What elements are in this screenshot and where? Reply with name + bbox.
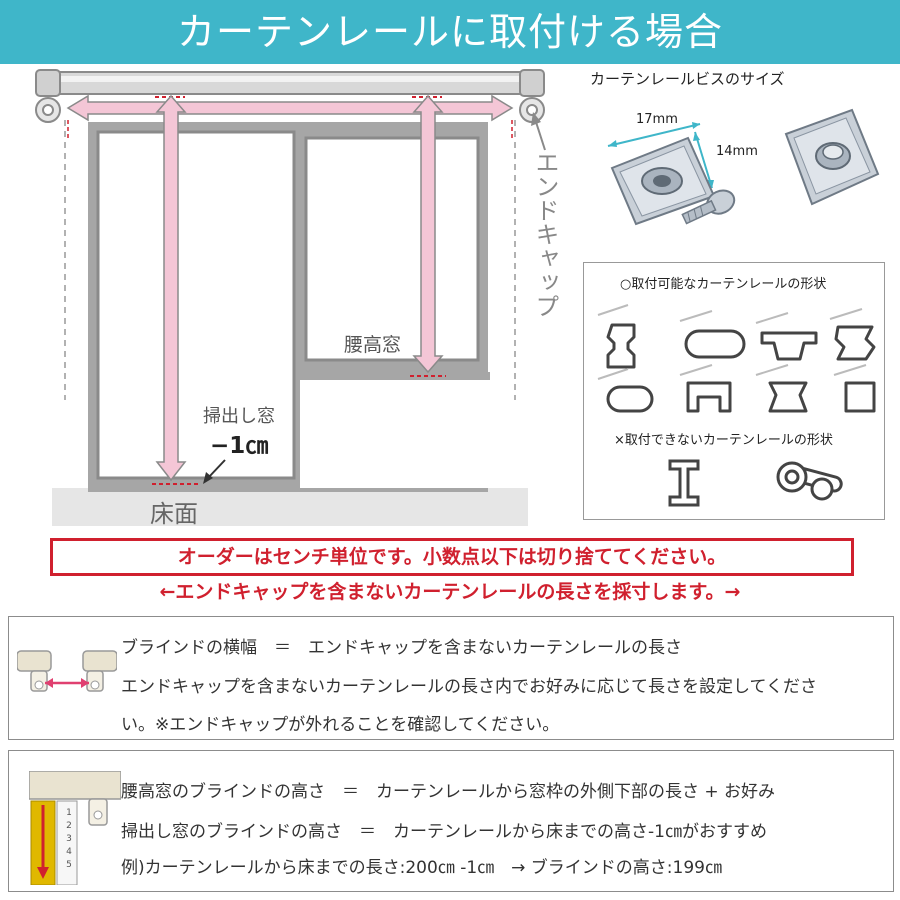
ruler-mark: 2 [66, 821, 72, 831]
measure-notice: ←エンドキャップを含まないカーテンレールの長さを採寸します。→ [159, 581, 741, 603]
window-diagram [35, 69, 546, 526]
rail-shape-8 [844, 381, 876, 413]
end-cap-label: エンドキャップ [531, 150, 559, 318]
page-title: カーテンレールに取付ける場合 [0, 0, 900, 64]
waist-window-label: 腰高窓 [344, 334, 402, 356]
rail-shape-3 [760, 331, 818, 361]
rail-shape-5 [606, 385, 654, 413]
ng-shapes-title: ×取付できないカーテンレールの形状 [614, 433, 833, 448]
rail-shape-6 [686, 381, 732, 413]
rail-shape-7 [768, 381, 808, 413]
ng-rail-ibeam [668, 459, 700, 507]
ruler-mark: 5 [66, 860, 72, 870]
width-line-2: エンドキャップを含まないカーテンレールの長さ内でお好みに応じて長さを設定してくだ… [121, 677, 817, 697]
rail-shape-1 [606, 323, 636, 369]
ruler-mark: 4 [66, 847, 72, 857]
rail-shape-panel: ○取付可能なカーテンレールの形状 ×取付できないカーテンレールの形状 [583, 262, 885, 520]
screw-size-title: カーテンレールビスのサイズ [590, 70, 785, 88]
plate-nut [610, 136, 716, 226]
measuring-illustration [29, 771, 121, 885]
screw-illustration [607, 108, 880, 226]
rail-shape-2 [684, 329, 746, 359]
screw-width-label: 17mm [636, 112, 678, 127]
ok-rail-shapes [597, 304, 876, 413]
rail-endcap-illustration [17, 650, 117, 692]
sweep-height-arrow [155, 94, 187, 482]
height-line-3: 例)カーテンレールから床までの長さ:200㎝ -1㎝ → ブラインドの高さ:19… [121, 858, 722, 878]
plate-nut-side [784, 108, 880, 206]
ruler-mark: 3 [66, 834, 72, 844]
floor-label: 床面 [150, 500, 198, 528]
end-cap-left [35, 69, 61, 123]
ruler-mark: 1 [66, 808, 72, 818]
waist-height-arrow [412, 94, 444, 374]
width-line-1: ブラインドの横幅 ＝ エンドキャップを含まないカーテンレールの長さ [121, 638, 682, 658]
height-line-2: 掃出し窓のブラインドの高さ ＝ カーテンレールから床までの高さ-1㎝がおすすめ [121, 822, 767, 842]
screw-height-label: 14mm [716, 144, 758, 159]
height-line-1: 腰高窓のブラインドの高さ ＝ カーテンレールから窓枠の外側下部の長さ + お好み [121, 782, 776, 802]
end-cap-right [519, 69, 545, 123]
ng-rail-rod [776, 461, 843, 501]
sweep-window [96, 130, 296, 480]
rail-shape-4 [834, 325, 876, 361]
curtain-rail [44, 71, 536, 95]
width-arrow [66, 94, 514, 122]
ng-rail-shapes [668, 459, 843, 507]
sweep-window-offset: −1㎝ [210, 433, 269, 459]
floor [52, 488, 528, 526]
ok-shapes-title: ○取付可能なカーテンレールの形状 [620, 277, 827, 292]
sweep-window-label: 掃出し窓 [203, 406, 275, 427]
unit-notice: オーダーはセンチ単位です。小数点以下は切り捨ててください。 [50, 538, 854, 576]
ruler-marks: 1 2 3 4 5 [61, 807, 77, 872]
width-line-3: い。※エンドキャップが外れることを確認してください。 [121, 715, 560, 735]
waist-window [304, 136, 480, 362]
screw [681, 189, 736, 225]
height-info-box: 1 2 3 4 5 腰高窓のブラインドの高さ ＝ カーテンレールから窓枠の外側下… [8, 750, 894, 892]
width-info-box: ブラインドの横幅 ＝ エンドキャップを含まないカーテンレールの長さ エンドキャッ… [8, 616, 894, 740]
